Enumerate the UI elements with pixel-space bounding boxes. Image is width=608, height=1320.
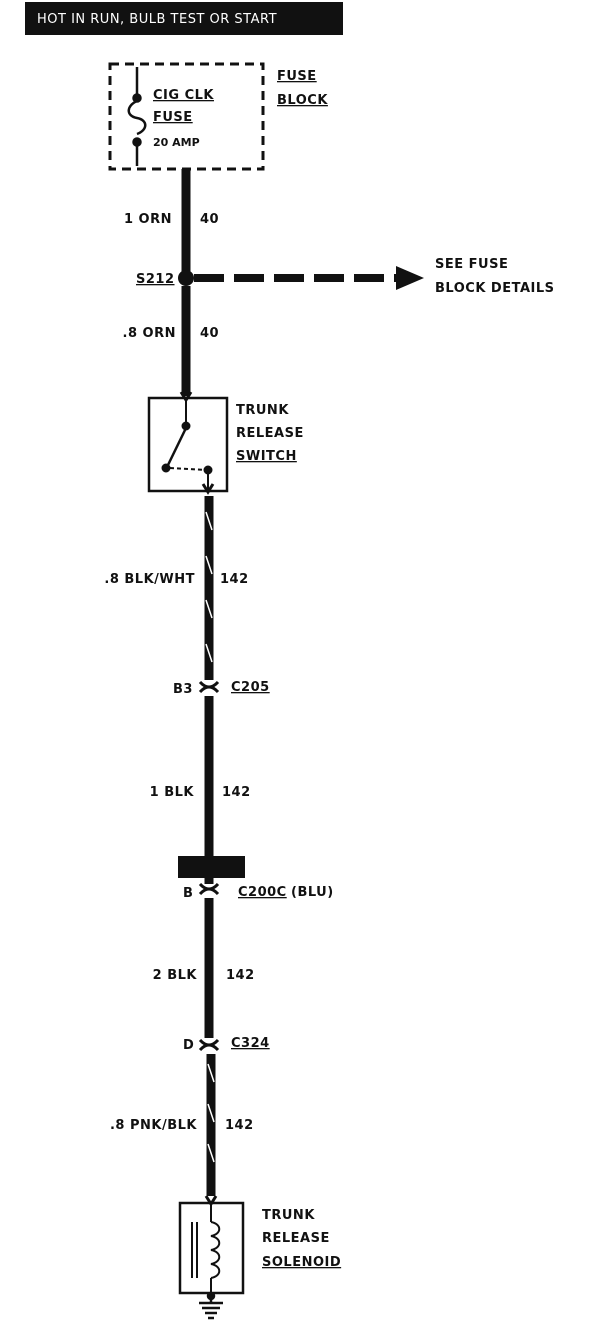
header-text: HOT IN RUN, BULB TEST OR START <box>37 12 277 27</box>
solenoid-label-2: RELEASE <box>262 1231 330 1246</box>
solenoid-label-1: TRUNK <box>262 1208 315 1223</box>
wire-3-gauge: .8 BLK/WHT <box>104 572 195 587</box>
wire-2-circuit: 40 <box>200 326 219 341</box>
header-bar <box>25 2 343 35</box>
connector-c200c-id: C200C <box>238 885 287 900</box>
wire-6-stripe <box>207 1063 215 1163</box>
connector-c205-icon <box>198 680 220 694</box>
fuse-block-title-2: BLOCK <box>277 93 328 108</box>
connector-c205-id: C205 <box>231 680 270 695</box>
wire-6-circuit: 142 <box>225 1118 254 1133</box>
splice-label: S212 <box>136 272 175 287</box>
wire-5-circuit: 142 <box>226 968 255 983</box>
connector-c324-icon <box>198 1038 220 1052</box>
switch-label-1: TRUNK <box>236 403 289 418</box>
wire-2-gauge: .8 ORN <box>123 326 176 341</box>
fuse-symbol-icon <box>127 67 147 166</box>
switch-box <box>147 396 229 493</box>
see-fuse-line-2: BLOCK DETAILS <box>435 281 555 296</box>
wire-4-circuit: 142 <box>222 785 251 800</box>
fuse-name-1: CIG CLK <box>153 88 214 103</box>
splice-dot <box>178 270 194 286</box>
wire-1-circuit: 40 <box>200 212 219 227</box>
see-fuse-arrow-icon <box>396 266 424 290</box>
wire-4-gauge: 1 BLK <box>150 785 195 800</box>
connector-c200c-pin: B <box>183 886 193 901</box>
solenoid-label-3: SOLENOID <box>262 1255 341 1270</box>
connector-c324-id: C324 <box>231 1036 270 1051</box>
switch-label-3: SWITCH <box>236 449 297 464</box>
ground-icon <box>199 1291 223 1320</box>
fuse-name-2: FUSE <box>153 110 193 125</box>
connector-c205-pin: B3 <box>173 682 193 697</box>
wire-6-gauge: .8 PNK/BLK <box>110 1118 197 1133</box>
wire-3-circuit: 142 <box>220 572 249 587</box>
solenoid-coil-icon <box>191 1195 221 1296</box>
wire-3-stripe <box>205 511 213 663</box>
fuse-rating: 20 AMP <box>153 136 200 149</box>
connector-c324-pin: D <box>183 1038 194 1053</box>
wire-1-gauge: 1 ORN <box>124 212 172 227</box>
fuse-block-title-1: FUSE <box>277 69 317 84</box>
connector-c200c-note: (BLU) <box>291 885 334 900</box>
wire-5-gauge: 2 BLK <box>153 968 198 983</box>
connector-c200c-icon <box>198 878 220 896</box>
switch-label-2: RELEASE <box>236 426 304 441</box>
see-fuse-line-1: SEE FUSE <box>435 257 508 272</box>
switch-symbol-icon <box>161 391 215 495</box>
bulkhead-bar <box>178 856 245 878</box>
